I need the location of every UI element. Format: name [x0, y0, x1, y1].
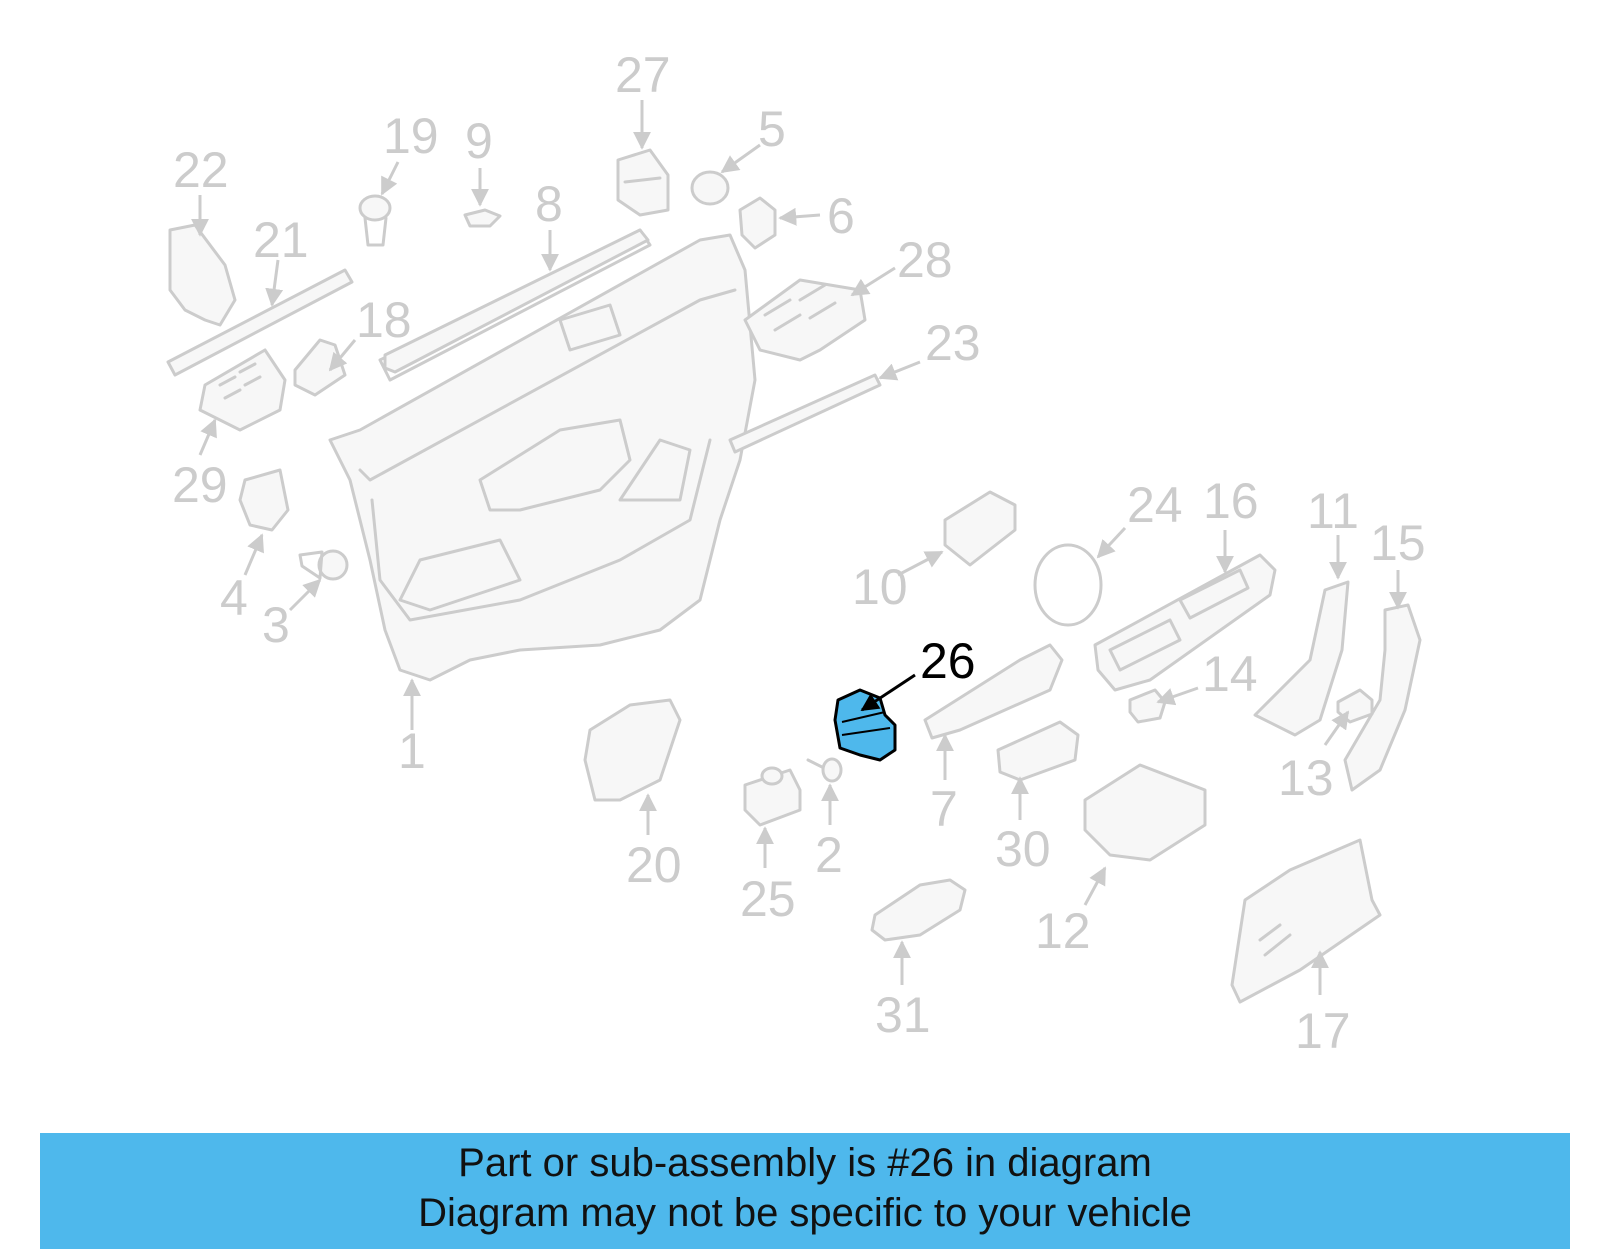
- callout-17[interactable]: 17: [1295, 1003, 1351, 1059]
- callout-16[interactable]: 16: [1203, 473, 1259, 529]
- callout-19[interactable]: 19: [383, 108, 439, 164]
- callout-21[interactable]: 21: [253, 212, 309, 268]
- callout-28[interactable]: 28: [897, 232, 953, 288]
- callout-2[interactable]: 2: [815, 827, 843, 883]
- callout-13[interactable]: 13: [1278, 750, 1334, 806]
- callout-24[interactable]: 24: [1127, 477, 1183, 533]
- callout-8[interactable]: 8: [535, 176, 563, 232]
- callout-9[interactable]: 9: [465, 113, 493, 169]
- callout-18[interactable]: 18: [356, 292, 412, 348]
- part-16-armrest: [1093, 553, 1277, 692]
- info-banner: Part or sub-assembly is #26 in diagram D…: [40, 1133, 1570, 1249]
- part-4-bracket: [238, 468, 290, 532]
- part-31-handle: [870, 878, 967, 942]
- leader-lines: [191, 100, 1407, 995]
- part-1-door-trim-panel: [328, 228, 757, 682]
- part-5-knob: [690, 170, 730, 206]
- callout-3[interactable]: 3: [262, 597, 290, 653]
- callout-12[interactable]: 12: [1035, 903, 1091, 959]
- part-10-bracket: [943, 490, 1017, 567]
- part-9-clip: [463, 208, 502, 228]
- callout-14[interactable]: 14: [1202, 646, 1258, 702]
- part-17-rear-trim: [1230, 838, 1382, 1004]
- part-12-bracket: [1083, 763, 1207, 862]
- part-27-switch-bezel: [616, 148, 670, 217]
- part-26-highlighted-switch: [833, 688, 897, 762]
- part-20-speaker: [583, 698, 682, 802]
- part-21-trim-strip: [166, 268, 354, 377]
- part-18-clip: [293, 338, 347, 397]
- callout-5[interactable]: 5: [758, 101, 786, 157]
- part-30-handle: [996, 720, 1080, 782]
- part-28-window-switch: [743, 278, 867, 362]
- callout-7[interactable]: 7: [930, 781, 958, 837]
- part-22-mirror-trim: [168, 223, 237, 327]
- callout-20[interactable]: 20: [626, 837, 682, 893]
- callout-31[interactable]: 31: [875, 987, 931, 1043]
- callout-6[interactable]: 6: [827, 188, 855, 244]
- callout-30[interactable]: 30: [995, 821, 1051, 877]
- banner-disclaimer-text: Diagram may not be specific to your vehi…: [418, 1191, 1192, 1235]
- part-29-switch-panel: [198, 348, 287, 432]
- callout-22[interactable]: 22: [173, 142, 229, 198]
- part-3-grommet: [298, 549, 349, 581]
- callout-15[interactable]: 15: [1370, 515, 1426, 571]
- callout-11[interactable]: 11: [1307, 483, 1359, 539]
- callout-1[interactable]: 1: [398, 723, 426, 779]
- callout-4[interactable]: 4: [220, 570, 248, 626]
- callout-29[interactable]: 29: [172, 457, 228, 513]
- callout-26[interactable]: 26: [920, 633, 976, 689]
- callout-10[interactable]: 10: [852, 559, 908, 615]
- banner-part-text: Part or sub-assembly is #26 in diagram: [458, 1141, 1152, 1185]
- part-19-fastener: [358, 194, 392, 247]
- part-11-pillar-trim: [1253, 580, 1350, 737]
- callout-23[interactable]: 23: [925, 315, 981, 371]
- callout-25[interactable]: 25: [740, 871, 796, 927]
- part-2-screw: [806, 757, 843, 783]
- part-6-clip: [738, 196, 777, 250]
- callout-27[interactable]: 27: [615, 47, 671, 103]
- part-24-speaker-ring: [1033, 543, 1103, 627]
- part-14-switch: [1128, 688, 1167, 724]
- part-23-weatherstrip: [728, 373, 882, 454]
- callout-labels: 1 2 3 4 5 6 7 8 9 10 11 12 13 14 15 16 1…: [172, 47, 1426, 1059]
- part-25-knob: [743, 766, 802, 827]
- part-8-upper-trim: [383, 228, 650, 374]
- part-15-pillar-trim: [1343, 603, 1422, 792]
